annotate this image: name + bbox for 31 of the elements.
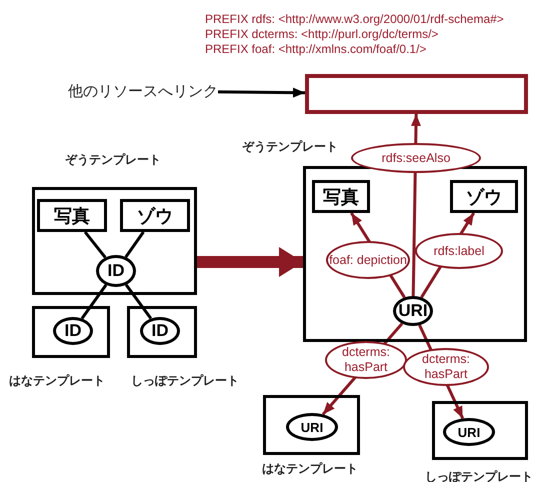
uri-ellipse: URI — [393, 296, 433, 326]
id-ellipse: ID — [140, 317, 180, 345]
template-heading: ぞうテンプレート — [242, 138, 338, 156]
template-heading: しっぽテンプレート — [131, 372, 239, 390]
template-heading: はなテンプレート — [9, 372, 105, 390]
block-arrow — [197, 247, 303, 277]
template-heading: はなテンプレート — [262, 460, 358, 478]
predicate-ellipse: rdfs:seeAlso — [351, 143, 481, 173]
connector-line — [80, 284, 108, 320]
field-box: ゾウ — [120, 199, 190, 232]
predicate-ellipse: rdfs:label — [415, 233, 503, 269]
prefix-line: PREFIX rdfs: <http://www.w3.org/2000/01/rdf-schema#> — [205, 12, 504, 27]
uri-ellipse: URI — [443, 418, 495, 446]
connector-line — [124, 284, 152, 320]
id-ellipse: ID — [53, 317, 93, 345]
template-heading: ぞうテンプレート — [65, 152, 161, 168]
id-ellipse: ID — [96, 255, 136, 287]
link-note: 他のリソースへリンク — [68, 80, 218, 102]
prefix-line: PREFIX foaf: <http://xmlns.com/foaf/0.1/> — [205, 42, 426, 57]
field-box: 写真 — [37, 199, 107, 232]
connector-line — [84, 231, 106, 258]
predicate-ellipse: dcterms: hasPart — [325, 341, 407, 379]
arrow — [218, 88, 306, 98]
predicate-ellipse: foaf: depiction — [326, 241, 410, 279]
prefix-line: PREFIX dcterms: <http://purl.org/dc/terms/> — [205, 27, 438, 42]
predicate-ellipse: dcterms: hasPart — [403, 348, 489, 386]
field-box: ゾウ — [450, 180, 518, 213]
connector-line — [124, 231, 145, 258]
uri-ellipse: URI — [286, 413, 338, 441]
link-box — [305, 74, 528, 114]
field-box: 写真 — [312, 180, 370, 213]
